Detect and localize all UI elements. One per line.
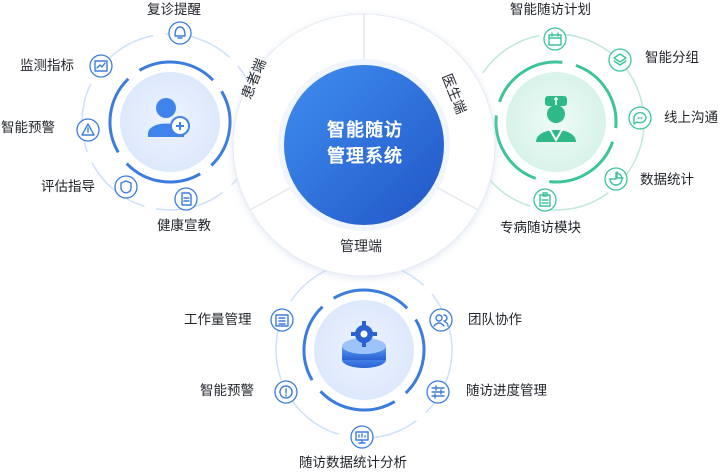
patient-cluster bbox=[81, 33, 259, 211]
center-title-line1: 智能随访 bbox=[327, 120, 403, 141]
icon-bubble-ring bbox=[114, 175, 138, 199]
item-icon-bubble bbox=[628, 106, 652, 130]
clipboard-icon bbox=[539, 192, 551, 207]
icon-bubble-ring bbox=[628, 106, 652, 130]
admin-item-label-5: 随访数据统计分析 bbox=[299, 455, 407, 471]
admin-cluster bbox=[275, 261, 453, 439]
item-icon-bubble bbox=[429, 308, 453, 332]
icon-bubble-ring bbox=[168, 21, 192, 45]
icon-bubble-ring bbox=[608, 48, 632, 72]
doctor-item-label-3: 线上沟通 bbox=[664, 110, 718, 126]
patient-item-label-5: 健康宣教 bbox=[157, 218, 211, 234]
team-icon bbox=[433, 314, 449, 327]
item-icon-bubble bbox=[533, 188, 557, 212]
admin-item-label-2: 团队协作 bbox=[468, 312, 522, 328]
alert-icon bbox=[279, 385, 293, 399]
icon-bubble-ring bbox=[270, 308, 294, 332]
item-icon-bubble bbox=[76, 118, 100, 142]
bell-icon bbox=[174, 26, 186, 39]
sliders-icon bbox=[431, 385, 445, 399]
patient-avatar-icon bbox=[148, 98, 190, 137]
center-circle bbox=[284, 65, 444, 225]
list-icon bbox=[275, 314, 289, 327]
item-icon-bubble bbox=[274, 380, 298, 404]
item-icon-bubble bbox=[270, 308, 294, 332]
shield-icon bbox=[120, 180, 132, 194]
calendar-icon bbox=[548, 32, 562, 46]
item-icon-bubble bbox=[604, 167, 628, 191]
chart-icon bbox=[94, 60, 108, 72]
doctor-item-label-4: 数据统计 bbox=[640, 172, 694, 188]
document-icon bbox=[181, 192, 192, 206]
admin-gear-icon bbox=[342, 321, 386, 368]
patient-item-label-1: 复诊提醒 bbox=[147, 2, 201, 18]
item-icon-bubble bbox=[350, 425, 374, 449]
patient-item-label-2: 监测指标 bbox=[20, 58, 74, 74]
patient-item-label-3: 智能预警 bbox=[1, 120, 55, 136]
admin-item-label-1: 工作量管理 bbox=[184, 312, 252, 328]
wheel-divider bbox=[249, 187, 291, 211]
item-icon-bubble bbox=[608, 48, 632, 72]
doctor-avatar-icon bbox=[536, 96, 576, 142]
item-icon-bubble bbox=[114, 175, 138, 199]
patient-item-label-4: 评估指导 bbox=[41, 179, 95, 195]
item-icon-bubble bbox=[543, 27, 567, 51]
segment-admin-label: 管理端 bbox=[340, 239, 382, 255]
doctor-item-label-2: 智能分组 bbox=[645, 50, 699, 66]
admin-item-label-4: 随访进度管理 bbox=[466, 383, 547, 399]
center-title: 智能随访 管理系统 bbox=[285, 118, 445, 170]
item-icon-bubble bbox=[174, 187, 198, 211]
doctor-item-label-1: 智能随访计划 bbox=[510, 2, 591, 18]
item-icon-bubble bbox=[426, 380, 450, 404]
layers-icon bbox=[613, 53, 627, 66]
pie-icon bbox=[609, 171, 624, 186]
monitor-icon bbox=[355, 431, 369, 444]
admin-item-label-3: 智能预警 bbox=[200, 383, 254, 399]
icon-bubble-ring bbox=[543, 27, 567, 51]
doctor-item-label-5: 专病随访模块 bbox=[500, 220, 581, 236]
item-icon-bubble bbox=[89, 54, 113, 78]
item-icon-bubble bbox=[168, 21, 192, 45]
icon-bubble-ring bbox=[174, 187, 198, 211]
center-title-line2: 管理系统 bbox=[327, 146, 403, 167]
chat-icon bbox=[633, 111, 647, 125]
warning-icon bbox=[81, 123, 95, 136]
wheel-divider bbox=[437, 187, 479, 211]
